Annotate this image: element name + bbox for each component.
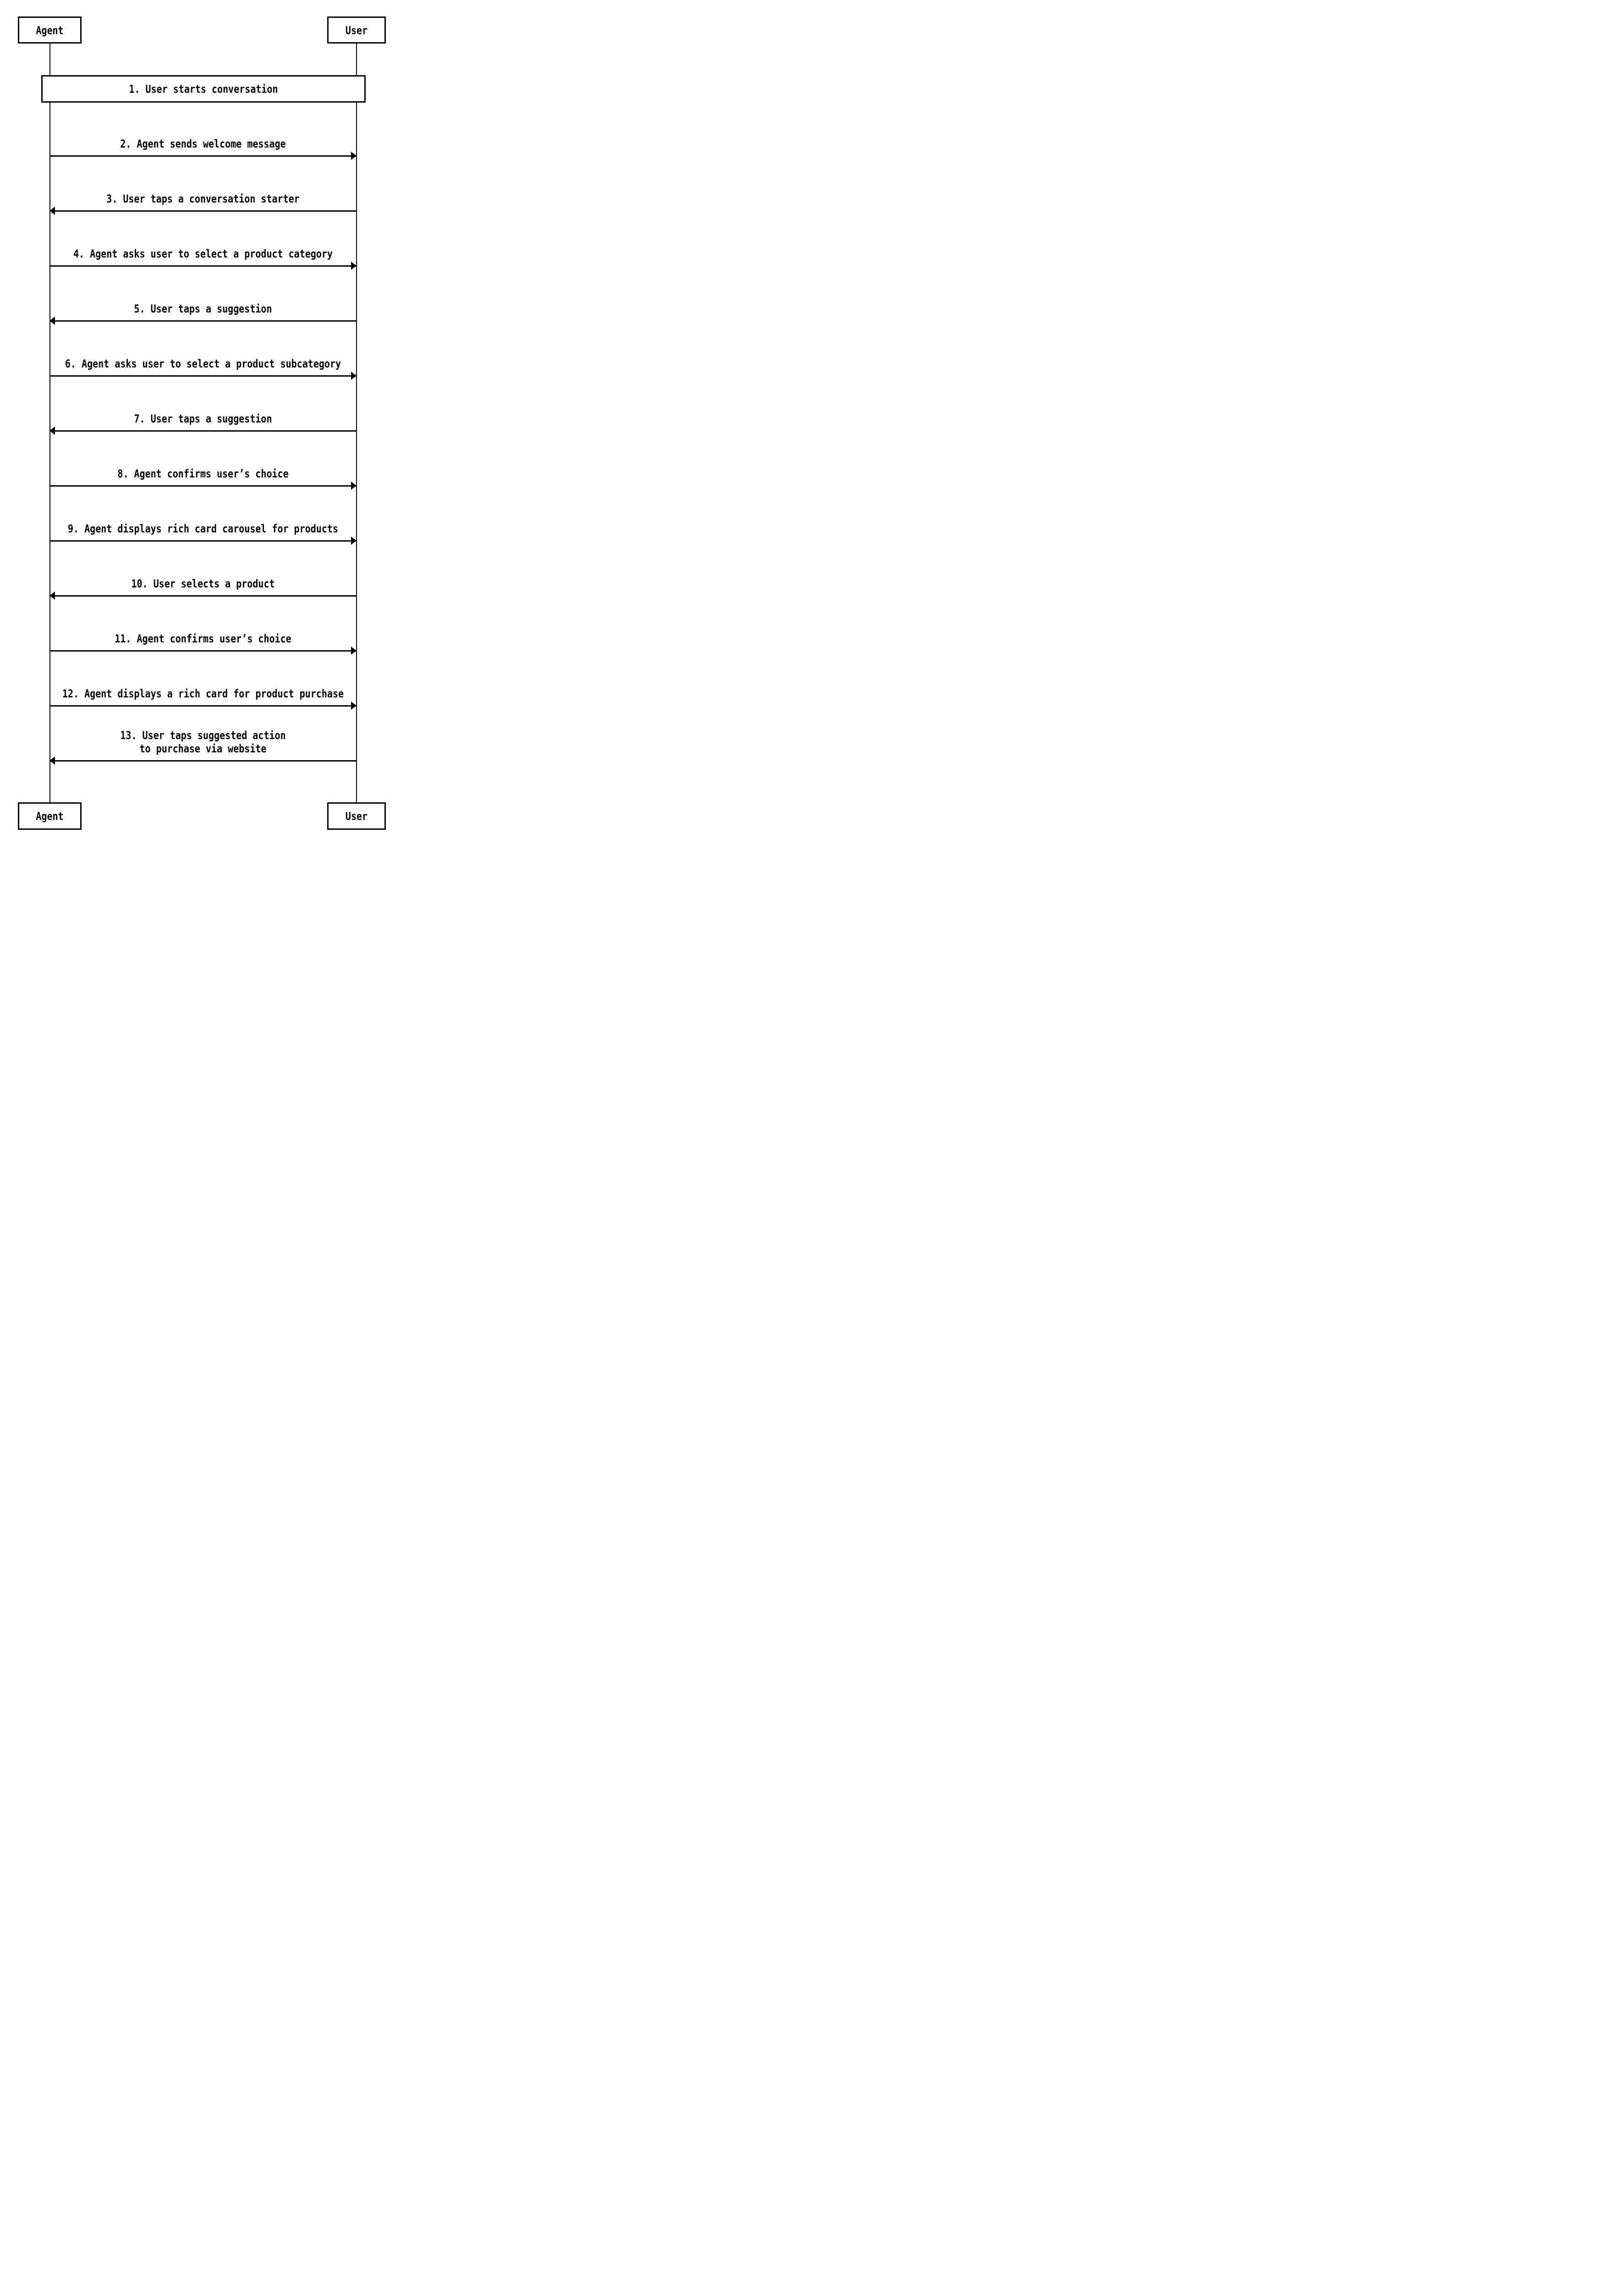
note-text: 1. User starts conversation (129, 82, 278, 96)
message-arrowhead (49, 756, 55, 765)
messages-layer: 2. Agent sends welcome message 3. User t… (0, 0, 406, 852)
message-arrowhead (351, 702, 357, 710)
message-row: 13. User taps suggested action to purcha… (0, 0, 406, 852)
message-row: 12. Agent displays a rich card for produ… (0, 0, 406, 852)
message-label: 6. Agent asks user to select a product s… (65, 357, 341, 370)
message-arrowhead (351, 482, 357, 490)
message-arrow-line (49, 760, 357, 762)
message-arrowhead (351, 262, 357, 270)
actor-agent-top-label: Agent (36, 23, 64, 37)
message-row: 9. Agent displays rich card carousel for… (0, 0, 406, 852)
message-arrow-line (49, 320, 357, 322)
message-label: 9. Agent displays rich card carousel for… (67, 522, 339, 535)
message-arrowhead (351, 647, 357, 655)
message-label: 3. User taps a conversation starter (106, 192, 300, 205)
message-arrow-line (49, 705, 357, 707)
message-arrowhead (351, 152, 357, 160)
actor-agent-top: Agent (18, 16, 82, 44)
message-arrow-line (49, 540, 357, 542)
actor-user-bottom-label: User (345, 809, 368, 823)
message-label: 7. User taps a suggestion (134, 412, 272, 425)
message-arrow-line (49, 155, 357, 157)
message-arrow-line (49, 595, 357, 597)
message-arrowhead (351, 372, 357, 380)
message-row: 4. Agent asks user to select a product c… (0, 0, 406, 852)
message-label: 5. User taps a suggestion (134, 302, 272, 315)
sequence-diagram: Agent User 1. User starts conversation 2… (0, 0, 406, 852)
message-arrowhead (49, 317, 55, 325)
message-arrowhead (49, 207, 55, 215)
message-arrow-line (49, 375, 357, 377)
message-row: 2. Agent sends welcome message (0, 0, 406, 852)
message-arrowhead (351, 537, 357, 545)
message-row: 10. User selects a product (0, 0, 406, 852)
message-label: 12. Agent displays a rich card for produ… (62, 687, 344, 700)
message-arrow-line (49, 650, 357, 652)
message-label: 8. Agent confirms user’s choice (117, 467, 289, 480)
message-row: 8. Agent confirms user’s choice (0, 0, 406, 852)
message-row: 5. User taps a suggestion (0, 0, 406, 852)
message-arrowhead (49, 427, 55, 435)
note-user-starts-conversation: 1. User starts conversation (41, 75, 366, 103)
actor-agent-bottom-label: Agent (36, 809, 64, 823)
message-row: 3. User taps a conversation starter (0, 0, 406, 852)
actor-user-bottom: User (327, 802, 386, 830)
message-row: 7. User taps a suggestion (0, 0, 406, 852)
message-label: 2. Agent sends welcome message (120, 137, 286, 150)
message-arrowhead (49, 592, 55, 600)
message-row: 6. Agent asks user to select a product s… (0, 0, 406, 852)
message-label: 11. Agent confirms user’s choice (115, 632, 291, 645)
actor-user-top: User (327, 16, 386, 44)
actor-agent-bottom: Agent (18, 802, 82, 830)
message-row: 11. Agent confirms user’s choice (0, 0, 406, 852)
message-label: 4. Agent asks user to select a product c… (73, 247, 333, 260)
agent-lifeline (49, 44, 50, 802)
message-arrow-line (49, 265, 357, 267)
message-arrow-line (49, 485, 357, 487)
message-arrow-line (49, 210, 357, 212)
actor-user-top-label: User (345, 23, 368, 37)
user-lifeline (356, 44, 357, 802)
message-label: 13. User taps suggested action to purcha… (120, 729, 286, 755)
message-label: 10. User selects a product (131, 577, 275, 590)
message-arrow-line (49, 430, 357, 432)
